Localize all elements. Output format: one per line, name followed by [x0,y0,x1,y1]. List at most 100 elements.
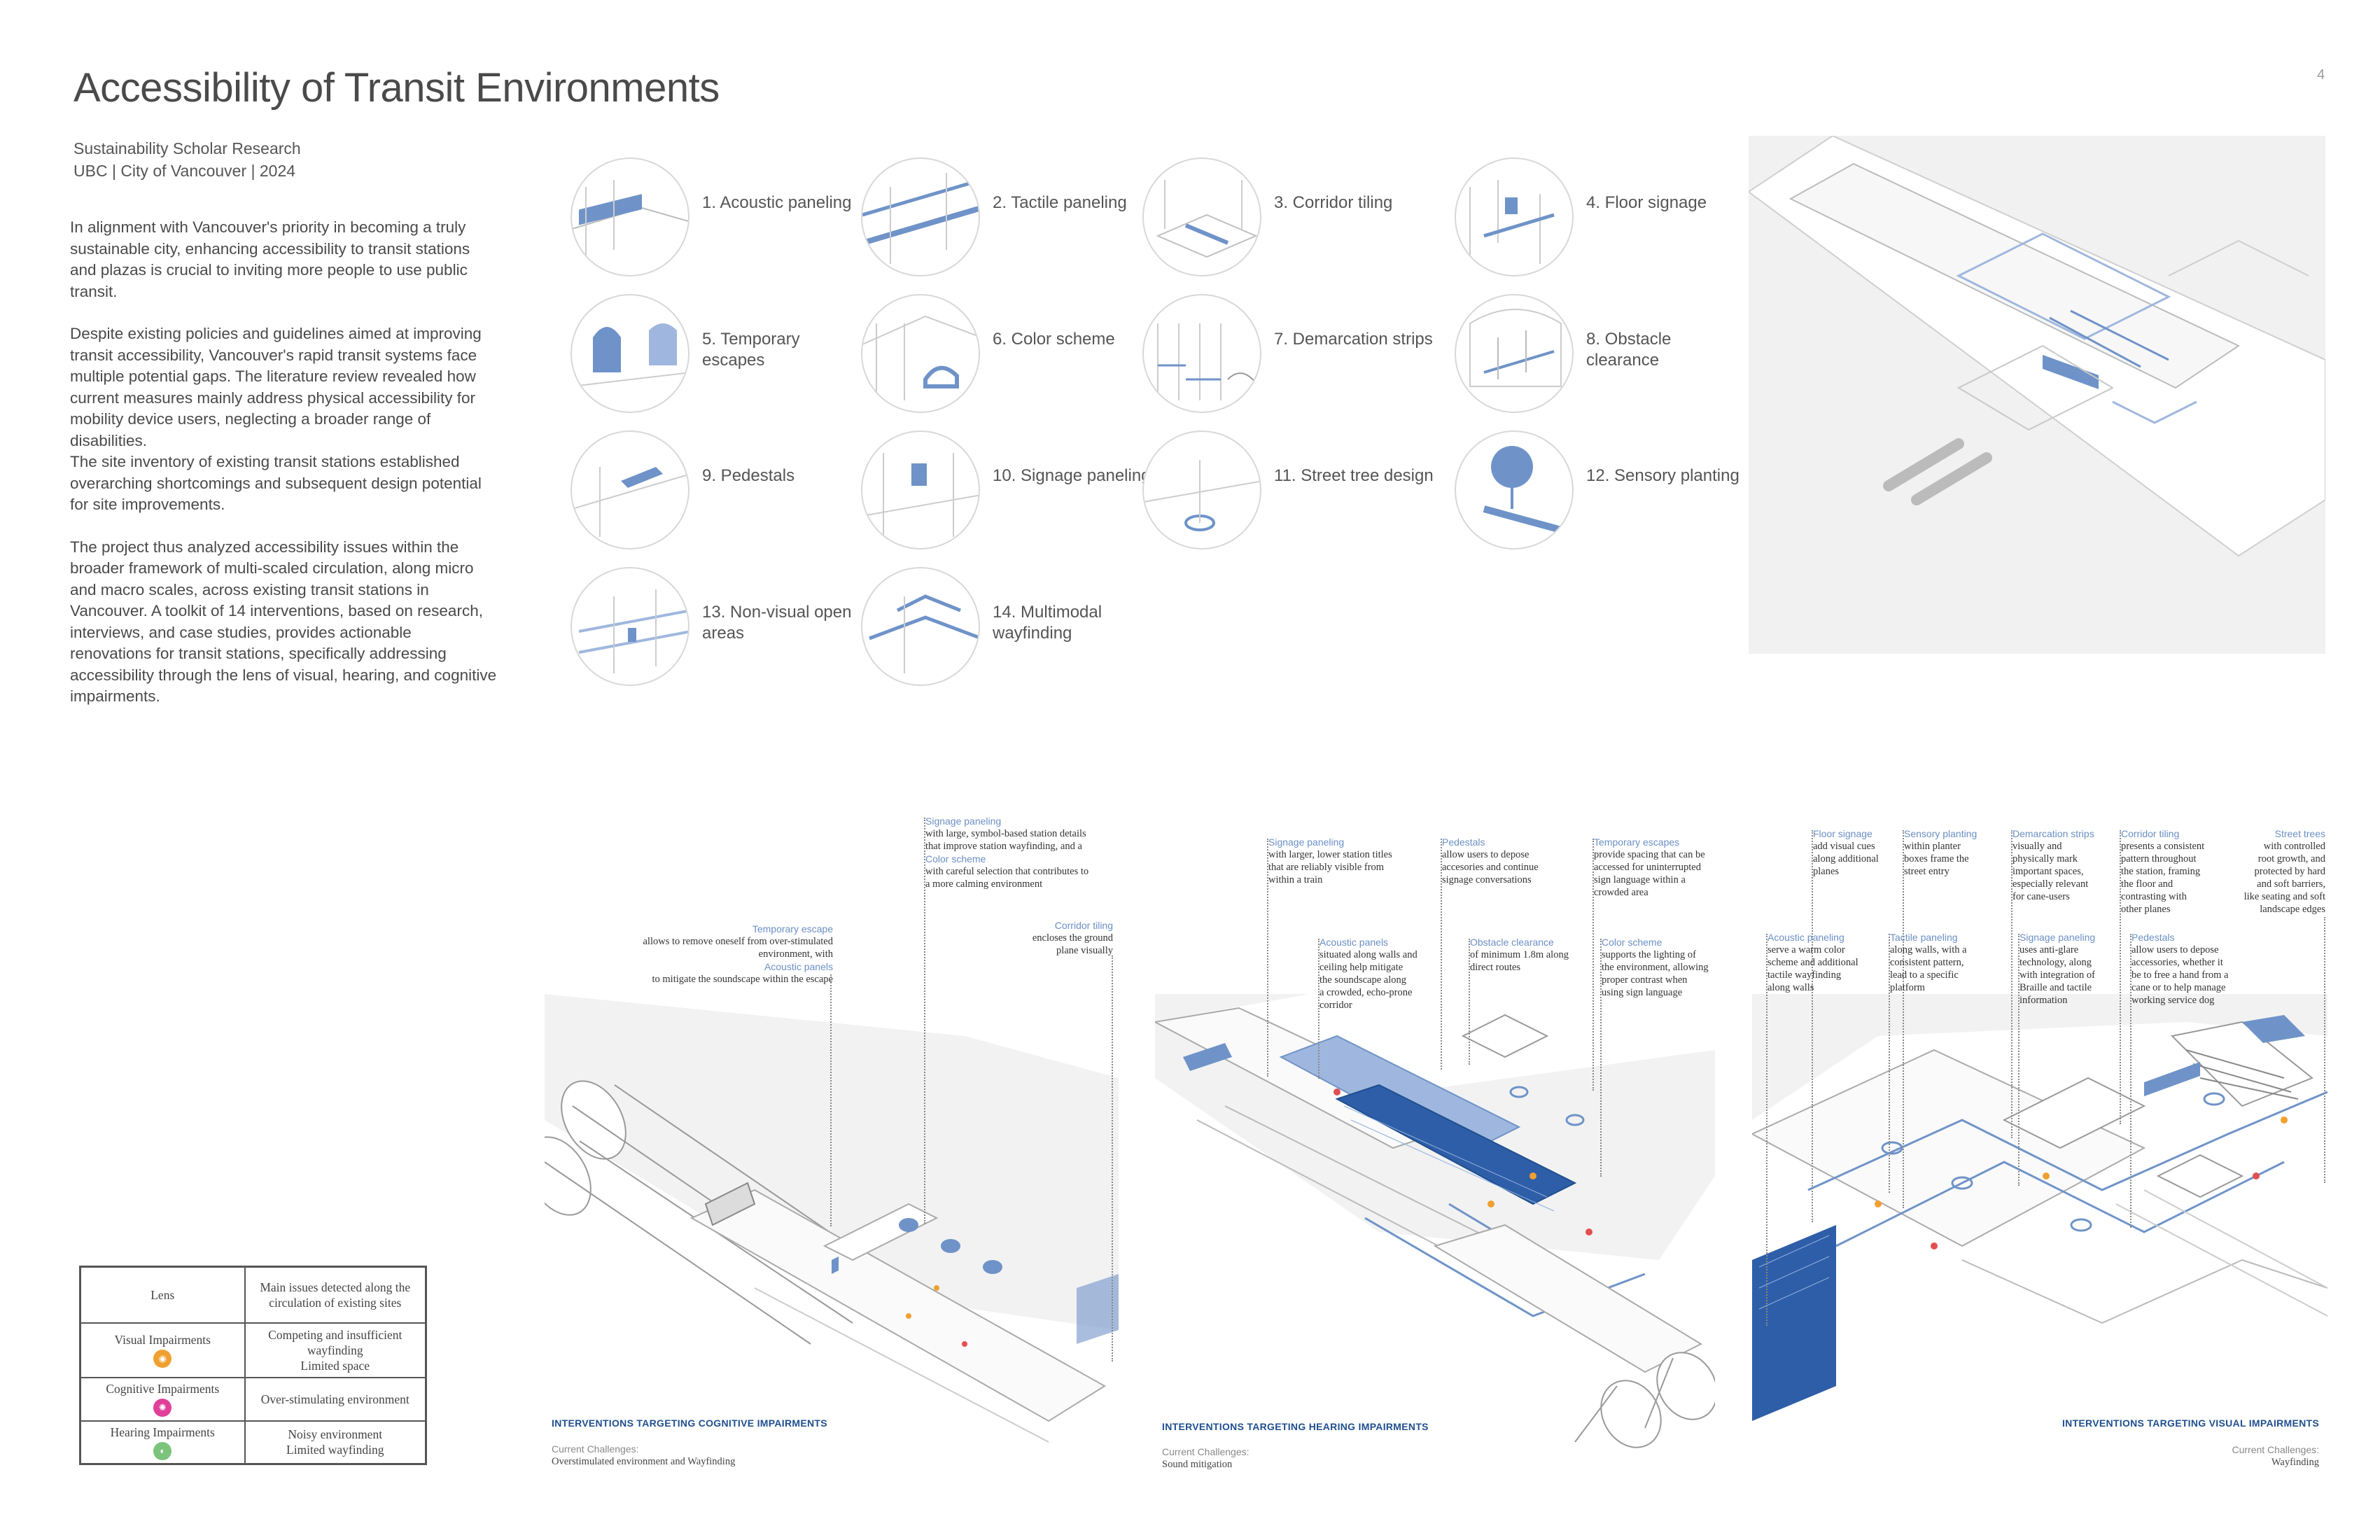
annotation-text: planes [1813,866,1840,877]
leader-line [2018,934,2019,1186]
leader-line [1267,839,1268,1077]
annotation-text: crowded area [1594,887,1648,898]
issue-text: Competing and insufficient wayfinding [268,1327,402,1357]
table-cell-lens: Visual Impairments ◉ [79,1322,246,1378]
annotation-heading: Corridor tiling [1054,920,1113,931]
annotation-pedestals: Pedestals allow users to depose accesori… [1442,836,1568,886]
leader-line [2324,917,2325,1183]
cognitive-impairments-panel: INTERVENTIONS TARGETING COGNITIVE IMPAIR… [545,994,1119,1477]
annotation-text: visually and [2012,841,2062,852]
intervention-label: 11. Street tree design [1274,466,1434,485]
issue-text: Limited wayfinding [286,1443,384,1457]
annotation-text: corridor [1320,1000,1352,1011]
leader-line [2130,934,2132,1228]
annotation-text: Braille and tactile [2019,982,2092,993]
ear-icon: ◐ [153,1441,172,1460]
annotation-text: with careful selection that contributes … [925,866,1089,877]
annotation-heading: Floor signage [1813,828,1872,839]
intervention-color-scheme: 6. Color scheme [861,294,1155,420]
annotation-text: signage conversations [1442,874,1532,886]
intro-text: In alignment with Vancouver's priority i… [70,217,497,729]
annotation-text: with integration of [2019,969,2095,981]
page-number: 4 [2317,67,2325,83]
intervention-label: 6. Color scheme [993,330,1115,349]
challenges-label: Current Challenges: [552,1443,639,1455]
annotation-text: boxes frame the [1904,853,1969,864]
table-row: Visual Impairments ◉ Competing and insuf… [79,1322,427,1378]
annotation-heading: Signage paneling [2019,932,2096,943]
leader-line [1469,939,1470,1065]
annotation-street-trees: Street trees with controlled root growth… [2212,827,2325,916]
annotation-text: with controlled [2263,841,2325,852]
annotation-pedestals: Pedestals allow users to depose accessor… [2132,931,2264,1007]
annotation-text: working service dog [2132,995,2215,1006]
annotation-text: consistent pattern, [1890,957,1964,968]
annotation-tactile-paneling: Tactile paneling along walls, with a con… [1890,931,2002,994]
annotation-text: accessories, whether it [2132,957,2223,968]
annotation-acoustic-panels: Acoustic panels situated along walls and… [1320,936,1446,1011]
intro-paragraph: Despite existing policies and guidelines… [70,325,482,449]
annotation-text: plane visually [1056,945,1113,956]
intervention-label: 3. Corridor tiling [1274,193,1393,212]
intervention-label: 8. Obstacle clearance [1586,330,1672,370]
challenges-text: Wayfinding [2271,1457,2319,1468]
intervention-floor-signage: 4. Floor signage [1455,158,1749,284]
annotation-text: important spaces, [2012,866,2084,877]
obstacle-clearance-illustration [1455,294,1574,413]
intervention-corridor-tiling: 3. Corridor tiling [1142,158,1436,284]
annotation-text: provide spacing that can be [1594,849,1705,860]
annotation-acoustic-paneling: Acoustic paneling serve a warm color sch… [1768,931,1886,994]
intro-paragraph: The project thus analyzed accessibility … [70,538,497,706]
table-cell-lens: Cognitive Impairments ✺ [79,1376,246,1422]
annotation-text: supports the lighting of [1602,949,1696,960]
annotation-text: the environment, allowing [1602,962,1709,973]
annotation-text: that are reliably visible from [1268,862,1385,873]
leader-line [2120,830,2121,1124]
annotation-text: a more calming environment [925,878,1043,890]
annotation-text: especially relevant [2012,878,2089,890]
annotation-heading: Temporary escapes [1594,836,1680,848]
annotation-color-scheme: Color scheme supports the lighting of th… [1602,936,1728,999]
table-cell-issues: Over-stimulating environment [244,1376,427,1422]
table-header-lens: Lens [79,1266,246,1324]
pedestals-illustration [570,430,690,550]
annotation-demarcation-strips: Demarcation strips visually and physical… [2012,827,2118,903]
annotation-heading: Pedestals [1442,836,1485,848]
panel-heading: INTERVENTIONS TARGETING HEARING IMPAIRME… [1162,1421,1429,1432]
leader-line [1600,939,1602,1177]
annotation-corridor-tiling: Corridor tiling presents a consistent pa… [2121,827,2226,916]
annotation-heading: Temporary escape [752,923,833,934]
table-row: Hearing Impairments ◐ Noisy environment … [79,1420,427,1464]
station-overview-drawing [1749,136,2325,654]
annotation-text: and soft barriers, [2257,878,2325,890]
annotation-text: using sign language [1602,987,1683,998]
intervention-demarcation-strips: 7. Demarcation strips [1142,294,1436,420]
annotation-signage-paneling: Signage paneling with large, symbol-base… [925,815,1135,890]
brain-icon: ✺ [153,1399,172,1417]
signage-paneling-illustration [861,430,980,550]
annotation-text: allow users to depose [1442,849,1530,860]
annotation-heading: Signage paneling [1268,836,1345,848]
intro-paragraph: In alignment with Vancouver's priority i… [70,218,470,300]
annotation-heading: Color scheme [925,853,986,864]
intervention-label: 1. Acoustic paneling [702,193,852,212]
eye-icon: ◉ [153,1350,172,1368]
annotation-sensory-planting: Sensory planting within planter boxes fr… [1904,827,2002,878]
annotation-text: tactile wayfinding [1768,969,1842,981]
lens-issues-table: Lens Main issues detected along the circ… [79,1266,427,1465]
annotation-text: root growth, and [2258,853,2325,864]
intervention-multimodal-wayfinding: 14. Multimodal wayfinding [861,567,1155,693]
leader-line [1318,939,1320,1079]
panel-heading: INTERVENTIONS TARGETING COGNITIVE IMPAIR… [552,1418,827,1429]
annotation-obstacle-clearance: Obstacle clearance of minimum 1.8m along… [1470,936,1596,974]
annotation-text: like seating and soft [2244,891,2325,902]
annotation-heading: Corridor tiling [2121,828,2180,839]
intervention-obstacle-clearance: 8. Obstacle clearance [1455,294,1749,420]
intervention-temporary-escapes: 5. Temporary escapes [570,294,864,420]
annotation-text: of minimum 1.8m along [1470,949,1569,960]
lens-name: Visual Impairments [114,1333,211,1347]
floor-signage-illustration [1455,158,1574,276]
annotation-heading: Street trees [2274,828,2325,839]
annotation-text: along walls [1768,982,1814,993]
annotation-heading: Color scheme [1602,937,1662,948]
